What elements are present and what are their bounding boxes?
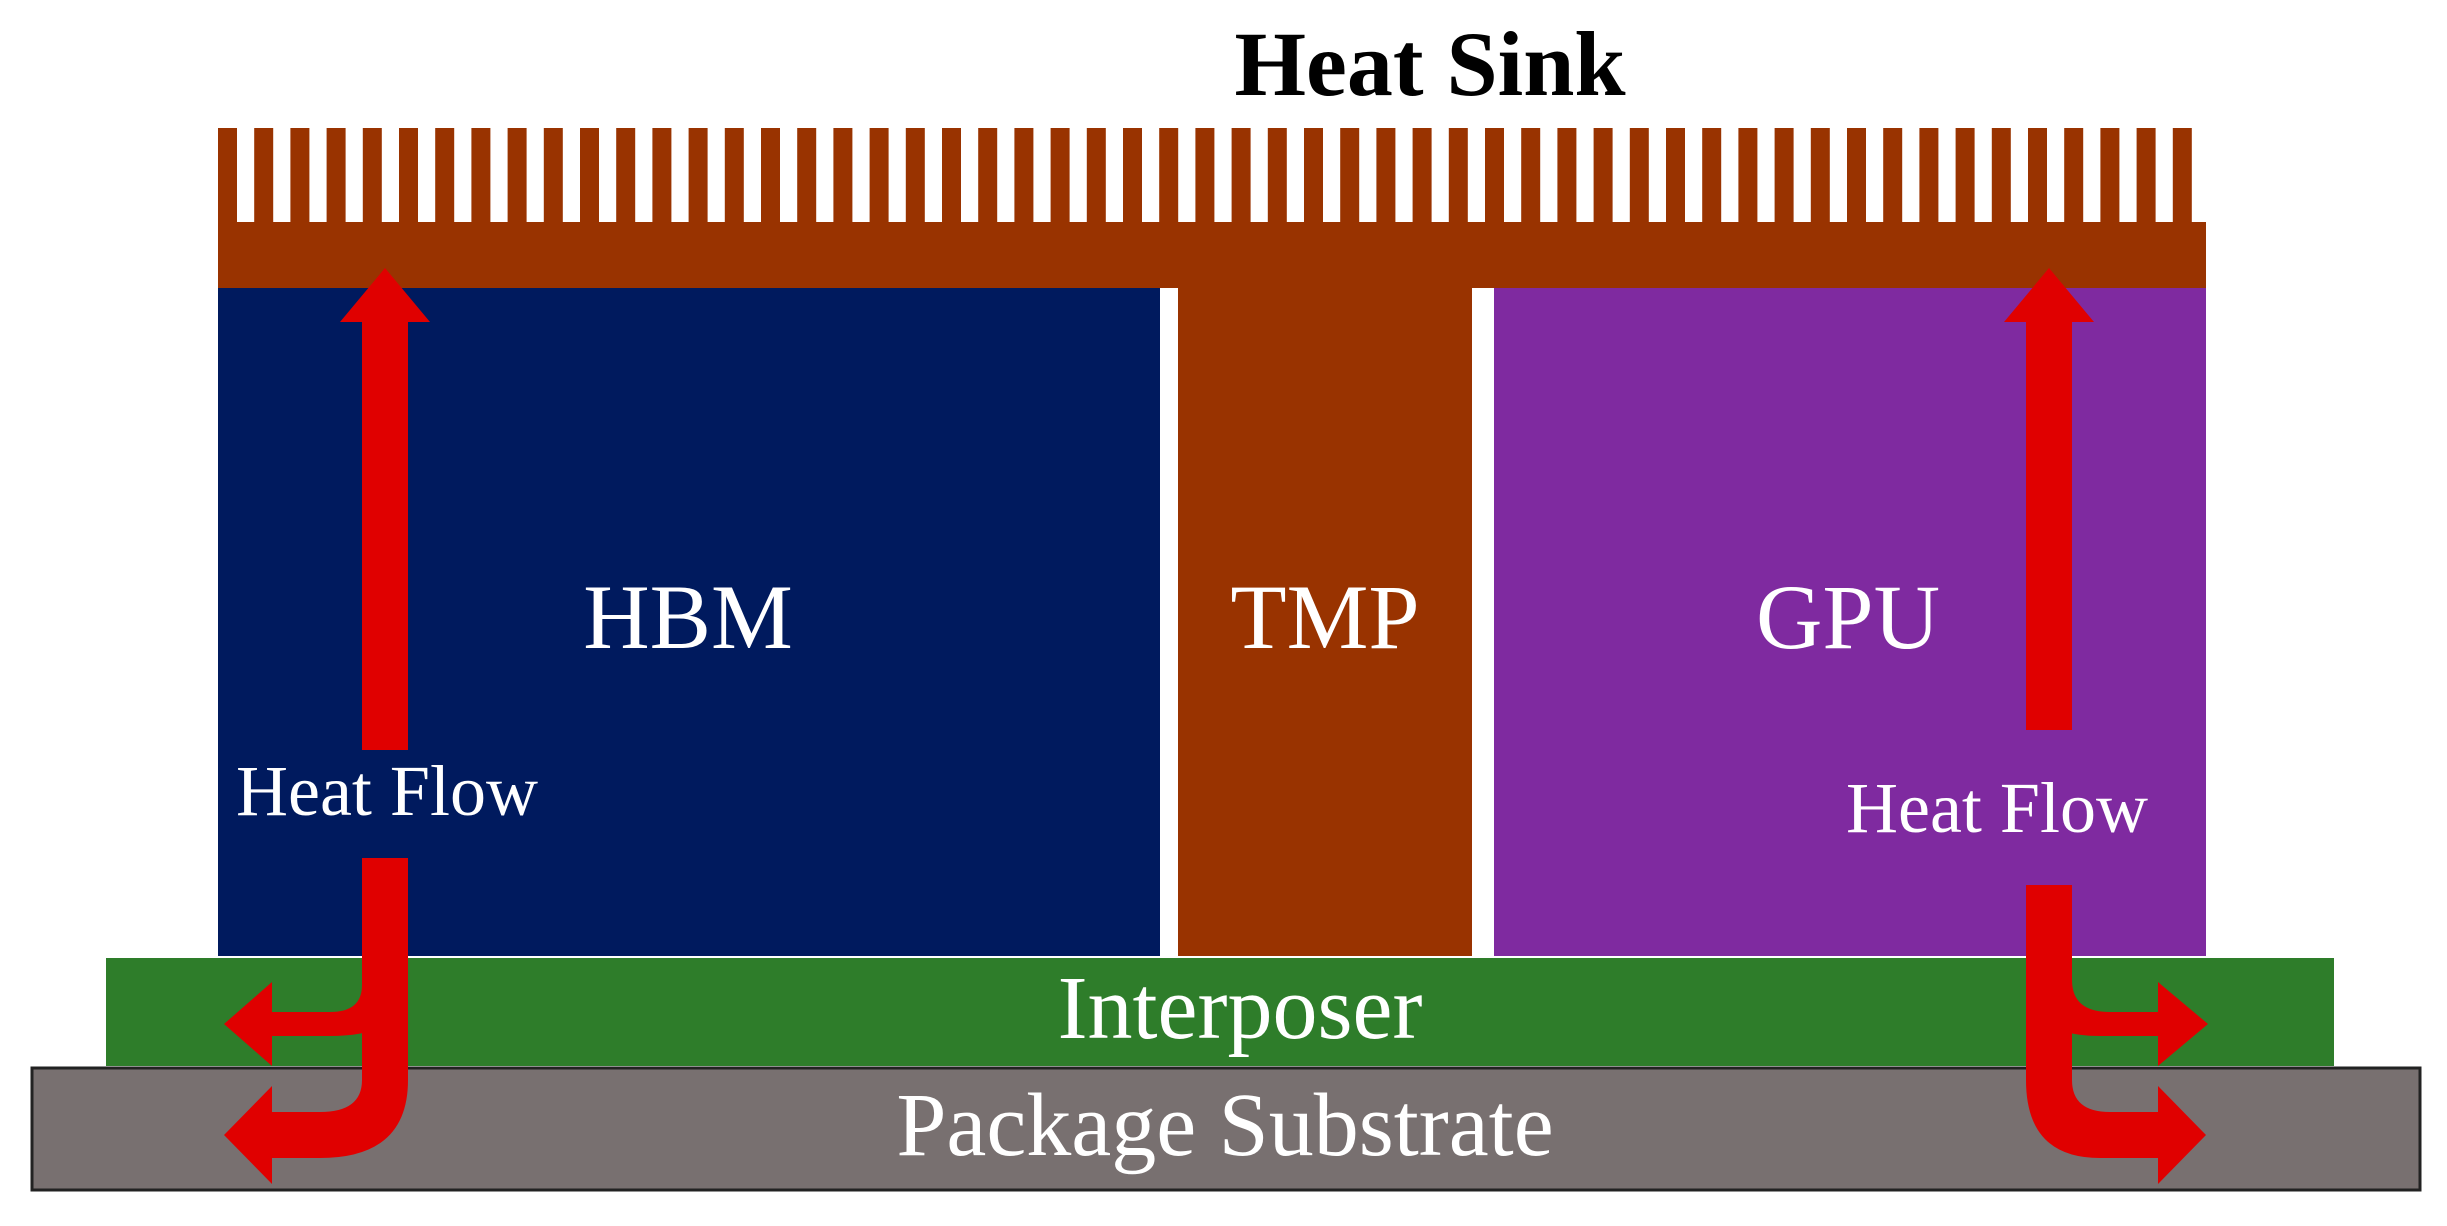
heat-sink-fin [1195,128,1215,224]
heat-sink-fin [326,128,346,224]
tmp-block [1178,288,1472,956]
heat-sink-fin [1666,128,1685,224]
left-heat-flow-arrow [224,268,430,1184]
heat-sink-fin [724,128,744,224]
heat-sink-fin [290,128,310,224]
heat-sink-fin [1412,128,1432,224]
heat-sink-fin [652,128,672,224]
right-arrow-shaft-upper [2026,320,2072,730]
heat-sink-fin [1919,128,1939,224]
gpu-label: GPU [1756,566,1940,668]
heat-flow-label-left: Heat Flow [236,751,538,831]
gpu-block [1494,288,2206,956]
heat-sink-fin [1774,128,1794,224]
heat-sink-fin [761,128,780,224]
heat-sink-fin [1702,128,1722,224]
heat-sink-fin [1376,128,1396,224]
heat-sink-fin [254,128,274,224]
package-substrate-layer [30,1066,2422,1192]
left-arrow-head-up [340,268,430,322]
heat-sink-fin [1629,128,1649,224]
heat-sink-fin [1557,128,1577,224]
heat-sink-fin [1991,128,2011,224]
heat-sink-fin [1738,128,1758,224]
heat-sink-fin [2136,128,2156,224]
left-arrow-shaft-lower [362,858,408,1068]
heat-sink-fin [1847,128,1866,224]
heat-sink-fin [2172,128,2192,224]
heat-sink-fin [1448,128,1468,224]
interposer-label: Interposer [1058,959,1423,1058]
left-arrow-head-substrate [224,1086,272,1184]
heat-sink-fin [471,128,491,224]
heat-sink-fin [543,128,563,224]
left-arrow-branch-interposer [270,985,408,1036]
heat-sink-fin [1340,128,1360,224]
heat-sink-fin [942,128,961,224]
heat-sink-fin [580,128,599,224]
right-arrow-branch-substrate [2026,1060,2160,1158]
heat-sink-fin [797,128,817,224]
hbm-label: HBM [583,566,793,668]
heat-sink-fin [1123,128,1142,224]
heat-sink-fin [1304,128,1323,224]
heat-sink-fin [399,128,418,224]
right-arrow-head-substrate [2158,1086,2206,1184]
heat-sink-fin [869,128,889,224]
tmp-label: TMP [1230,566,1419,668]
heat-sink-fin [1810,128,1830,224]
heat-sink-fin [362,128,382,224]
heat-sink-fin [435,128,455,224]
heat-sink-base [218,222,2206,288]
heat-sink-fin [1521,128,1541,224]
heat-sink-fin [905,128,925,224]
heat-sink-fin [1086,128,1106,224]
heat-sink-title: Heat Sink [1234,13,1626,115]
heat-sink-fin [1231,128,1251,224]
heat-flow-label-right: Heat Flow [1846,768,2148,848]
heat-sink-fin [1014,128,1034,224]
heat-sink-fin [616,128,636,224]
heat-sink-fin [978,128,998,224]
left-arrow-shaft-upper [362,320,408,750]
heat-sink-fin [1593,128,1613,224]
heat-sink-fin [2064,128,2084,224]
heat-sink-fin [833,128,853,224]
heat-sink-fins [218,128,2192,224]
right-heat-flow-arrow [2004,268,2208,1184]
heat-sink-fin [218,128,237,224]
heat-sink-fin [1050,128,1070,224]
interposer-layer [106,958,2334,1066]
heat-sink-fin [1955,128,1975,224]
right-arrow-branch-interposer [2026,980,2160,1036]
heat-sink-fin [688,128,708,224]
heat-sink-fin [507,128,527,224]
heat-sink [218,128,2206,288]
heat-sink-fin [1267,128,1287,224]
right-arrow-head-up [2004,268,2094,322]
right-arrow-head-interposer [2158,982,2208,1066]
right-arrow-shaft-lower [2026,885,2072,1068]
left-arrow-branch-substrate [270,1060,408,1158]
heat-sink-fin [2100,128,2120,224]
heat-sink-fin [1159,128,1179,224]
heat-sink-fin [2028,128,2047,224]
left-arrow-head-interposer [224,982,272,1066]
package-substrate-label: Package Substrate [896,1076,1553,1175]
heat-sink-fin [1485,128,1504,224]
heat-sink-fin [1883,128,1903,224]
